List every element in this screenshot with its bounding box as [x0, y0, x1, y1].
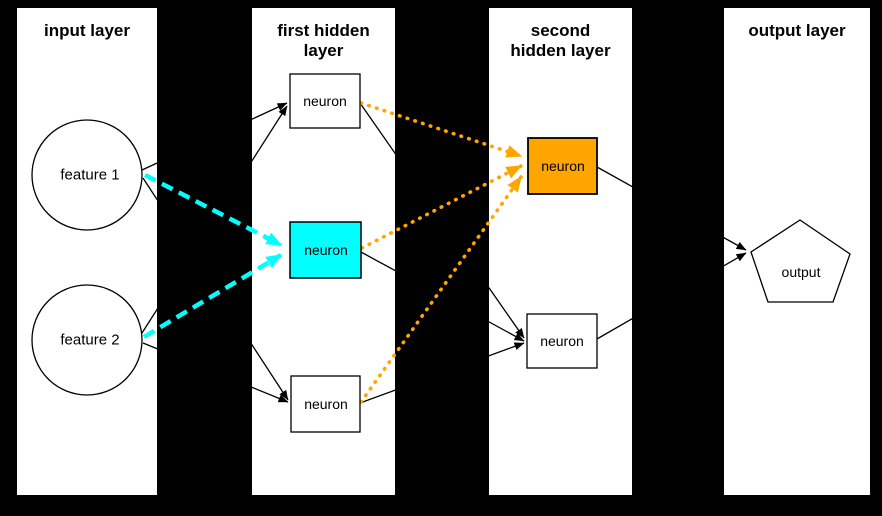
title-input-layer: input layer — [17, 21, 157, 41]
edge-feature2-hidden1top — [141, 105, 288, 334]
edge-feature1-hidden1bottom — [142, 177, 289, 401]
edge-hidden1top-hidden2bottom — [359, 102, 525, 339]
title-first-hidden-line2: layer — [303, 41, 344, 60]
label-hidden2-bottom: neuron — [540, 333, 584, 349]
edge-feature1-hidden1middle-cyan — [143, 172, 283, 248]
title-output-layer: output layer — [724, 21, 870, 41]
node-hidden1-top — [289, 73, 361, 129]
edge-hidden1bottom-hidden2top-orange — [359, 175, 523, 404]
edge-hidden1middle-hidden2bottom — [360, 251, 525, 342]
title-second-hidden-layer: second hidden layer — [489, 21, 632, 61]
edge-hidden1bottom-hidden2bottom — [359, 342, 525, 404]
node-output-pentagon — [750, 219, 851, 303]
node-hidden1-bottom — [290, 375, 361, 433]
panel-second-hidden-layer — [489, 8, 632, 495]
panel-input-layer — [17, 8, 157, 495]
title-first-hidden-line1: first hidden — [277, 21, 370, 40]
label-hidden1-bottom: neuron — [304, 396, 348, 412]
edge-feature1-hidden1top — [141, 102, 288, 171]
label-feature-2: feature 2 — [60, 331, 120, 349]
label-output: output — [781, 264, 821, 280]
title-input-layer-line1: input layer — [44, 21, 130, 40]
edge-hidden1middle-hidden2top-orange — [360, 164, 523, 250]
orange-edges — [359, 101, 523, 404]
node-feature-1 — [31, 119, 143, 231]
title-second-hidden-line2: hidden layer — [510, 41, 611, 60]
label-hidden1-top: neuron — [303, 93, 347, 109]
title-second-hidden-line1: second — [530, 21, 591, 40]
edge-feature2-hidden1bottom — [142, 342, 289, 403]
node-hidden2-top-orange — [527, 137, 598, 195]
title-first-hidden-layer: first hidden layer — [252, 21, 395, 61]
node-hidden2-bottom — [526, 313, 598, 369]
edge-hidden2bottom-output — [596, 252, 747, 340]
label-feature-1: feature 1 — [60, 166, 120, 184]
title-output-layer-line1: output layer — [748, 21, 846, 40]
label-hidden2-top: neuron — [541, 158, 585, 174]
label-hidden1-middle: neuron — [304, 242, 348, 258]
edge-hidden2top-output — [596, 166, 747, 251]
black-edges — [141, 102, 747, 404]
node-feature-2 — [31, 284, 143, 396]
node-hidden1-middle-cyan — [289, 221, 362, 279]
edge-feature2-hidden1middle-cyan — [142, 253, 283, 339]
cyan-edges — [142, 172, 283, 339]
